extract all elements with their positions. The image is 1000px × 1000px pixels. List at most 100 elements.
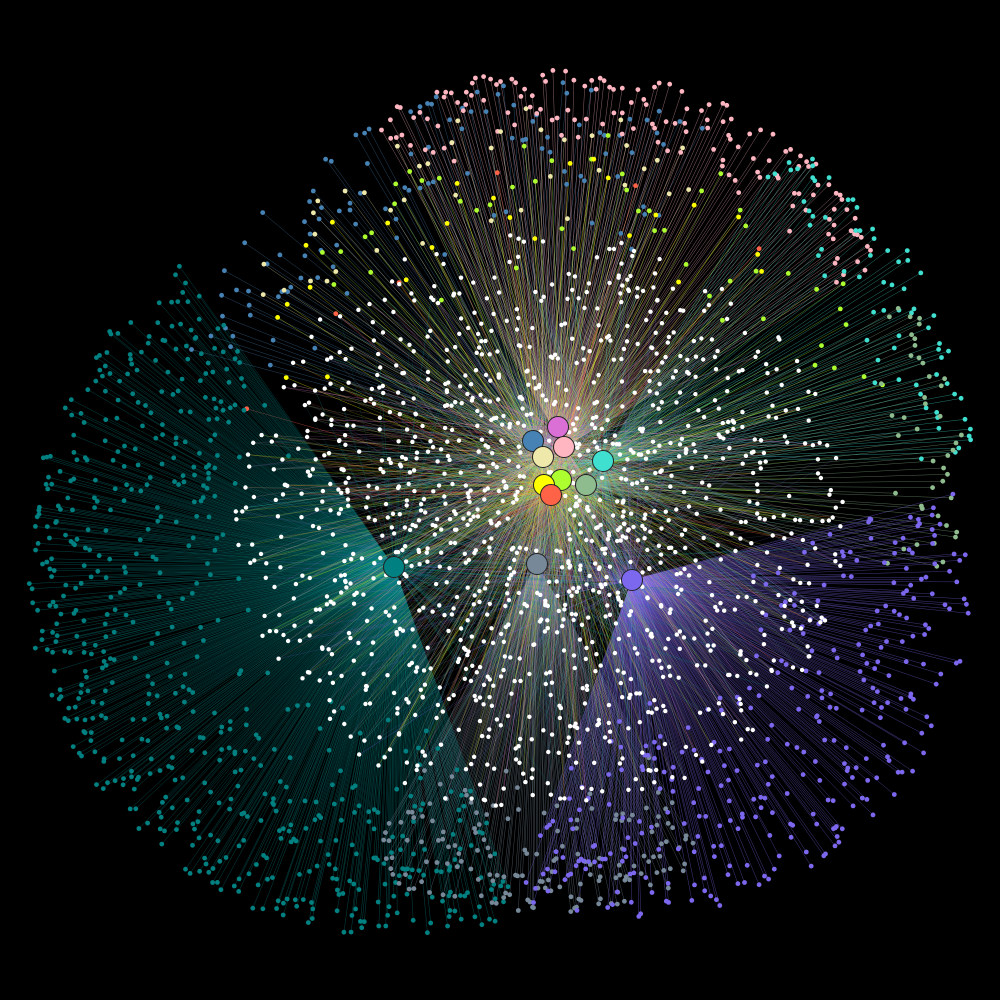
edge [391,566,395,853]
edge [295,566,395,900]
edge [560,384,883,481]
edge [49,566,395,570]
edge [602,382,875,462]
edge [631,579,899,773]
edge [89,549,395,568]
leaf-node [312,345,318,351]
edge [165,566,395,798]
edge [631,579,941,675]
edge [390,119,565,448]
edge [536,563,558,832]
edge [427,118,565,448]
edge [405,563,538,875]
edge [471,95,565,448]
edge [631,579,848,769]
edge [631,523,920,581]
edge [602,452,956,462]
edge [131,363,395,568]
leaf-node [588,87,594,93]
edge [73,452,395,568]
leaf-node [362,130,367,136]
edge [393,566,465,807]
edge [217,566,395,841]
edge [492,563,538,881]
edge [309,201,534,442]
edge [563,165,723,448]
edge [266,566,395,859]
edge [84,566,395,734]
edge [563,166,799,448]
leaf-node [365,161,370,166]
leaf-node [323,156,328,162]
edge [429,563,538,893]
edge [179,266,395,568]
edge [309,287,545,486]
edge [192,566,395,712]
edge [316,566,395,867]
edge [204,566,395,784]
edge [585,484,918,545]
edge [517,563,538,876]
edge [309,566,395,872]
edge [76,538,395,568]
leaf-node [347,207,353,213]
leaf-node [539,146,545,151]
leaf-node [503,209,509,215]
edge [563,158,754,448]
edge [631,579,866,631]
edge [205,566,395,865]
edge [536,563,541,882]
edge [388,563,538,841]
leaf-node [242,240,248,246]
edge [560,271,757,481]
edge [631,579,863,656]
leaf-node [511,102,517,108]
edge [449,119,534,442]
leaf-node [393,216,399,222]
edge [585,484,956,538]
edge [532,563,538,908]
edge [631,579,937,685]
edge [393,566,400,876]
edge [162,424,395,568]
edge [500,81,565,448]
edge [490,79,565,448]
edge [327,376,545,486]
edge [79,566,395,754]
edge [520,210,544,458]
edge [155,360,395,568]
edge [560,209,741,481]
edge [631,579,924,665]
edge [393,566,411,878]
edge [585,383,882,486]
edge [602,276,860,462]
edge [364,566,395,922]
edge [73,478,395,568]
edge [408,563,538,890]
edge [305,566,395,829]
edge [585,376,930,486]
edge [32,566,395,604]
edge [413,563,538,889]
edge [114,566,395,633]
edge [563,89,614,448]
edge [602,417,938,462]
edge [563,150,668,448]
leaf-node [383,206,388,212]
leaf-node [344,291,350,296]
edge [393,566,480,907]
edge [631,579,854,807]
edge [454,563,538,846]
edge [262,566,395,909]
edge [518,563,538,911]
edge [361,566,395,928]
edge [631,579,911,695]
leaf-node [560,80,566,86]
edge [542,145,627,458]
edge [378,566,395,927]
edge [84,566,395,645]
edge [95,380,395,568]
edge [631,525,918,581]
edge [393,566,433,898]
edge [56,521,395,568]
